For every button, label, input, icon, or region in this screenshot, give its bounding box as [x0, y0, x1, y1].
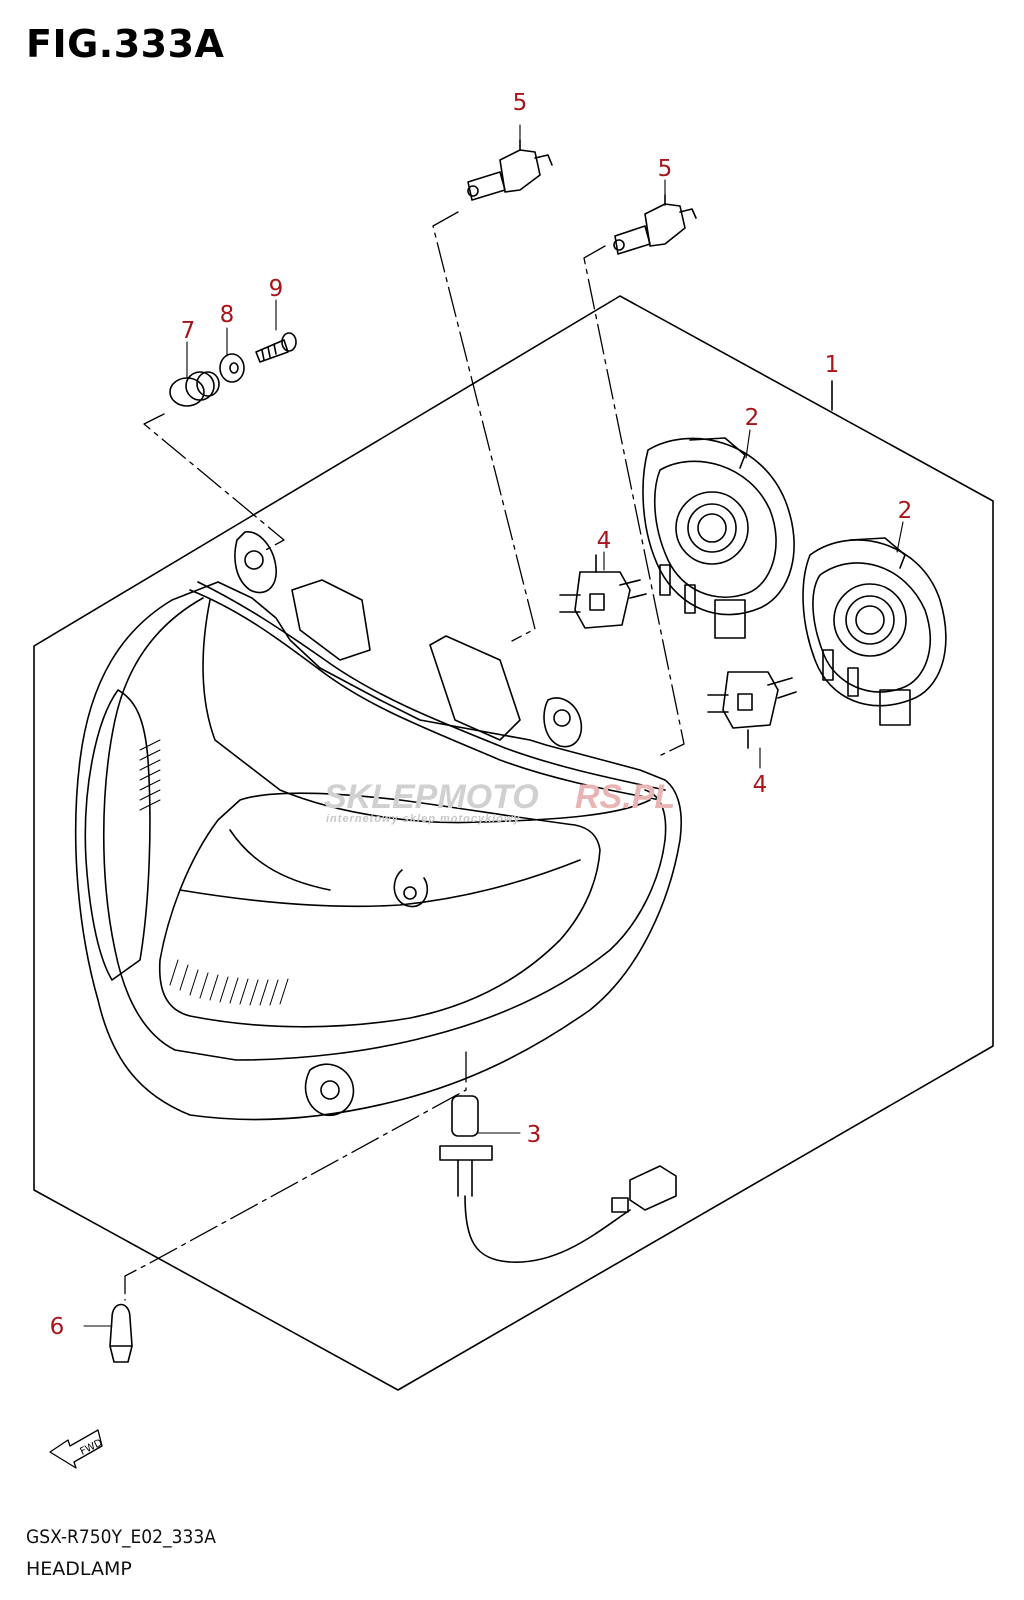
mount-tab-right [543, 697, 583, 748]
watermark-tagline: internetowy sklep motocyklowy [326, 813, 521, 825]
fwd-badge-text: FWD [78, 1437, 104, 1457]
washer [219, 353, 245, 383]
figure-title: FIG.333A [26, 22, 225, 66]
callout-number: 2 [898, 498, 913, 524]
leader-line-bulb-5b [583, 245, 685, 758]
headlamp-housing [74, 581, 683, 1121]
dust-cover-right [802, 537, 947, 726]
callout-number: 4 [597, 528, 612, 554]
section-name: HEADLAMP [26, 1558, 132, 1580]
callout-number: 5 [513, 90, 528, 116]
model-code: GSX-R750Y_E02_333A [26, 1526, 216, 1548]
halogen-bulb-upper [467, 139, 553, 201]
leader-line-fasteners [143, 413, 285, 553]
callout-number: 7 [181, 318, 196, 344]
bulb-socket-upper [559, 554, 647, 629]
bulb-socket-lower [707, 671, 797, 749]
assembly-frame [33, 295, 994, 1391]
callout-number: 8 [220, 302, 235, 328]
callout-number: 9 [269, 276, 284, 302]
wedge-bulb [109, 1303, 133, 1363]
callout-number: 2 [745, 405, 760, 431]
headlamp-lens [158, 792, 601, 1028]
callout-number: 3 [527, 1122, 542, 1148]
screw [255, 332, 297, 363]
mount-tab-top [234, 531, 277, 594]
leader-line-bulb-5a [432, 211, 536, 642]
fwd-badge [49, 1429, 103, 1469]
watermark-brand: SKLEPMOTO [324, 778, 539, 816]
halogen-bulb-lower [613, 194, 697, 255]
watermark-brand-accent: RS.PL [575, 778, 675, 816]
mount-tab-bottom [304, 1063, 355, 1116]
leader-line-socket-3 [124, 1051, 467, 1301]
callout-number: 5 [658, 156, 673, 182]
position-lamp-socket [439, 1095, 677, 1263]
grommet [169, 371, 220, 407]
callout-number: 6 [50, 1314, 65, 1340]
callout-number: 1 [825, 352, 840, 378]
dust-cover-left [642, 437, 795, 639]
callout-number: 4 [753, 772, 768, 798]
